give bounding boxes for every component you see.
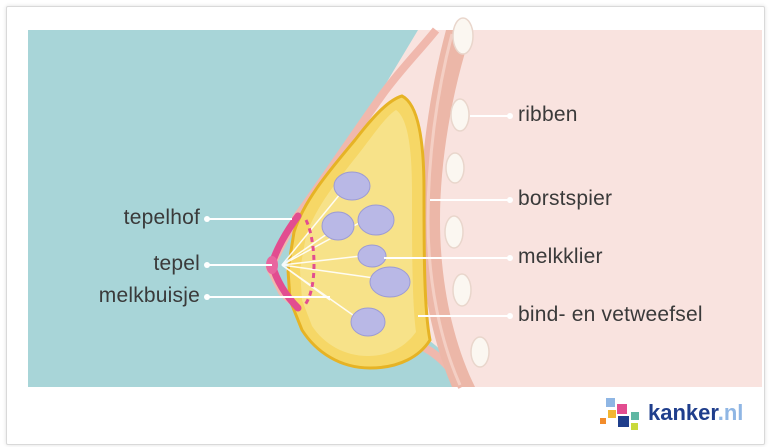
kanker-nl-logo[interactable]: kanker.nl xyxy=(596,396,766,436)
label-milk-duct: melkbuisje xyxy=(99,284,200,308)
logo-mark-icon xyxy=(596,396,646,436)
label-nipple: tepel xyxy=(153,252,200,276)
lobule xyxy=(334,172,370,200)
lobule xyxy=(358,205,394,235)
rib xyxy=(471,337,489,367)
logo-wordmark: kanker.nl xyxy=(648,400,743,426)
lobule xyxy=(351,308,385,336)
label-connective-fat-tissue: bind- en vetweefsel xyxy=(518,303,703,327)
label-chest-muscle: borstspier xyxy=(518,187,612,211)
lobule xyxy=(358,245,386,267)
rib xyxy=(445,216,463,248)
logo-name: kanker xyxy=(648,400,718,425)
rib xyxy=(453,274,471,306)
rib xyxy=(453,18,473,54)
label-ribs: ribben xyxy=(518,103,578,127)
rib xyxy=(446,153,464,183)
lobule xyxy=(370,267,410,297)
label-areola: tepelhof xyxy=(124,206,200,230)
label-mammary-gland: melkklier xyxy=(518,245,603,269)
logo-tld: .nl xyxy=(718,400,744,425)
lobule xyxy=(322,212,354,240)
rib xyxy=(451,99,469,131)
